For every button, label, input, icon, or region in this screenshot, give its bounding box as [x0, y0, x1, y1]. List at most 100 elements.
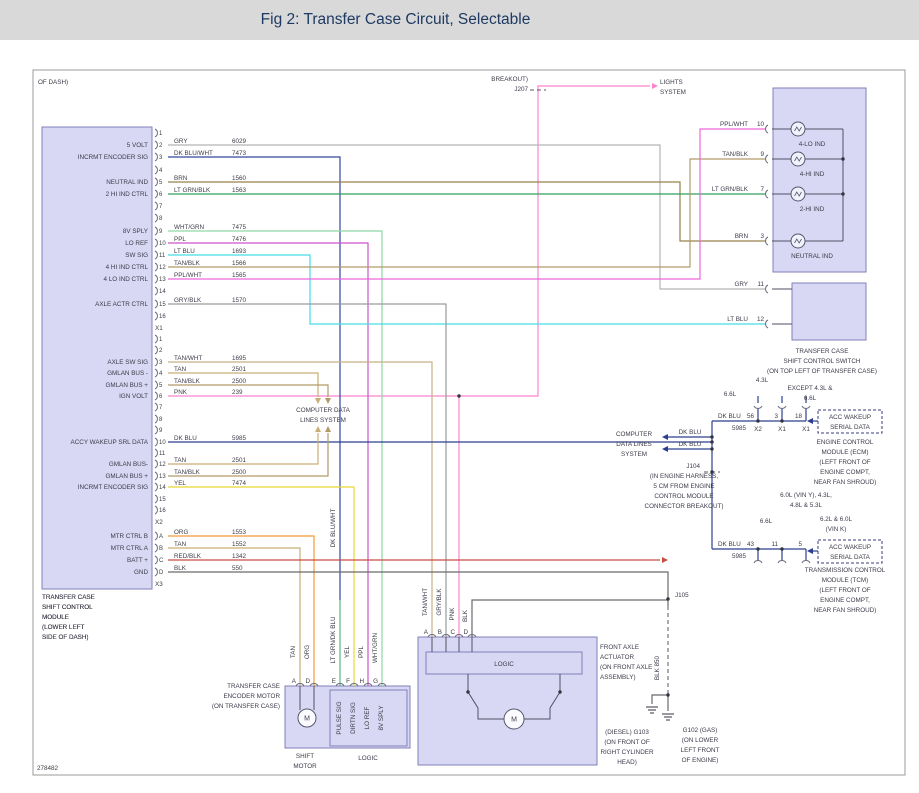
- flow-arrow-icon: [315, 426, 321, 432]
- flow-arrow-icon: [315, 398, 321, 404]
- wire-color-label: PNK: [174, 389, 188, 396]
- pin-arc: [154, 482, 158, 492]
- wire-color-label: TAN: [174, 366, 187, 373]
- pin-number: 2: [159, 143, 163, 149]
- pin-arc: [154, 213, 158, 223]
- text-label: LINES SYSTEM: [300, 417, 346, 424]
- wire-circuit-label: 2500: [232, 469, 247, 476]
- text-label: 43: [747, 541, 755, 548]
- module-caption: SHIFT CONTROL: [42, 604, 93, 611]
- junction-dot: [710, 440, 714, 444]
- vertical-wire-label: BLK 850: [654, 655, 661, 680]
- wire-tan-2501-lower: [168, 433, 319, 465]
- signal-label: INCRMT ENCODER SIG: [78, 484, 148, 491]
- wire-gry-6029: [168, 144, 766, 290]
- text-label: 4.8L & 5.3L: [790, 502, 822, 509]
- wire-circuit-label: 7475: [232, 224, 247, 231]
- text-label: D: [463, 629, 468, 636]
- pin-arc: [765, 284, 769, 294]
- connector-id: X1: [155, 325, 163, 332]
- text-label: LOGIC: [358, 755, 378, 762]
- junction-dot: [466, 690, 470, 694]
- text-label: BREAKOUT): [491, 76, 528, 83]
- flow-arrow-icon: [807, 418, 813, 424]
- pin-number: 2: [159, 348, 163, 354]
- pin-number: 7: [760, 186, 764, 193]
- pin-arc: [154, 505, 158, 515]
- text-label: X1: [802, 426, 810, 433]
- pin-arc: [154, 334, 158, 344]
- wire-circuit-label: 1553: [232, 529, 247, 536]
- wire-color-label: YEL: [174, 480, 186, 487]
- vertical-wire-label: GRY/BLK: [436, 588, 443, 616]
- vertical-wire-label: BLK: [462, 609, 469, 622]
- text-label: (DIESEL) G103: [605, 729, 649, 736]
- text-label: ENGINE COMPT,: [820, 469, 870, 476]
- text-label: FRONT AXLE: [600, 644, 639, 651]
- pin-number: 7: [159, 204, 163, 210]
- wire-actuator-int-right-2: [524, 708, 551, 720]
- text-label: TRANSFER CASE: [42, 594, 95, 601]
- wire-actuator-int-left-2: [477, 708, 504, 720]
- wire-color-label: GRY: [734, 281, 748, 288]
- signal-label: ACCY WAKEUP SRL DATA: [71, 439, 149, 446]
- wire-color-label: LT GRN/BLK: [174, 187, 211, 194]
- vertical-wire-label: DIRTN SIG: [350, 702, 357, 734]
- text-label: DK BLU: [718, 413, 741, 420]
- wire-tanwht-1695: [168, 361, 433, 637]
- text-label: DK BLU: [679, 429, 702, 436]
- text-label: G102 (GAS): [683, 727, 718, 734]
- junction-dot: [841, 157, 845, 161]
- text-label: (LOWER LEFT: [42, 624, 84, 631]
- pin-arc: [154, 189, 158, 199]
- vertical-wire-label: ORG: [304, 645, 311, 659]
- flow-arrow-icon: [662, 434, 668, 440]
- text-label: (ON TOP LEFT OF TRANSFER CASE): [767, 368, 877, 375]
- pin-number: 13: [159, 474, 166, 480]
- flow-arrow-icon: [325, 398, 331, 404]
- pin-number: 15: [159, 497, 166, 503]
- wire-circuit-label: 1695: [232, 355, 247, 362]
- wire-color-label: DK BLU/WHT: [174, 150, 213, 157]
- wire-dkbluwht-7473: [168, 156, 341, 600]
- text-label: SERIAL DATA: [830, 554, 871, 561]
- text-label: (ON TRANSFER CASE): [212, 703, 280, 710]
- pin-number: 8: [159, 216, 163, 222]
- indicator-label: 4-HI IND: [800, 171, 825, 178]
- wire-circuit-label: 6029: [232, 138, 247, 145]
- text-label: 5 CM FROM ENGINE: [653, 483, 714, 490]
- text-label: E: [332, 678, 336, 685]
- vertical-wire-label: PPL: [358, 646, 365, 658]
- pin-number: 11: [159, 451, 166, 457]
- pin-arc: [777, 560, 787, 564]
- text-label: MODULE: [42, 614, 69, 621]
- pin-arc: [154, 391, 158, 401]
- lamp-filament-icon: [794, 126, 802, 132]
- lamp-filament-icon: [794, 191, 802, 197]
- wire-pplwht-1565: [168, 128, 766, 280]
- figure-title-bar: Fig 2: Transfer Case Circuit, Selectable: [0, 0, 919, 40]
- pin-number: 10: [159, 241, 166, 247]
- junction-dot: [756, 419, 760, 423]
- pin-number: 1: [159, 337, 163, 343]
- encoder-logic-box: [329, 689, 408, 747]
- pin-arc: [349, 683, 359, 687]
- text-label: C: [450, 629, 455, 636]
- wire-tanblk-2500-upper: [168, 384, 329, 397]
- wire-color-label: TAN/BLK: [174, 469, 201, 476]
- pin-number: 3: [159, 360, 163, 366]
- wire-color-label: DK BLU: [174, 435, 197, 442]
- motor-label: M: [304, 716, 310, 723]
- text-label: LOGIC: [494, 661, 514, 668]
- pin-number: 16: [159, 314, 166, 320]
- indicator-label: 4-LO IND: [799, 141, 826, 148]
- wire-color-label: BRN: [174, 175, 188, 182]
- pin-number: A: [159, 534, 163, 540]
- pin-arc: [801, 560, 811, 564]
- text-label: H: [359, 678, 364, 685]
- signal-label: GND: [134, 569, 148, 576]
- junction-dot: [756, 547, 760, 551]
- wire-color-label: BRN: [735, 233, 749, 240]
- text-label: ENCODER MOTOR: [223, 693, 280, 700]
